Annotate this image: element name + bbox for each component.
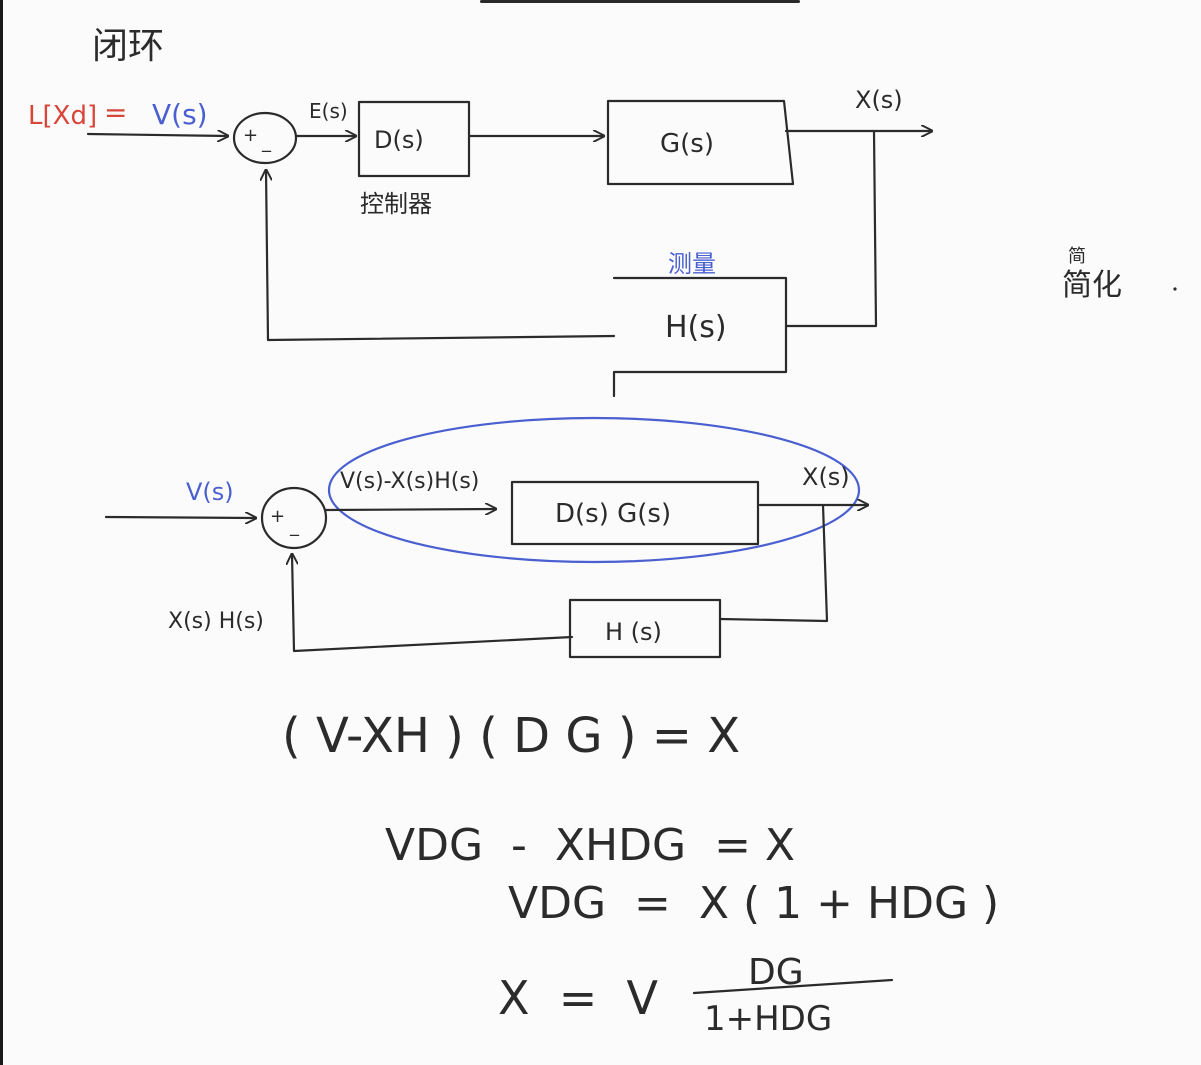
simplified-forward-path-highlight <box>327 416 861 564</box>
heading-closed-loop: 闭环 <box>92 26 164 67</box>
final-equation-denominator: 1+HDG <box>704 999 832 1039</box>
equation-1: ( V-XH ) ( D G ) = X <box>282 708 740 764</box>
equation-2: VDG - XHDG = X <box>385 820 795 871</box>
feedback-path-right-2 <box>718 503 829 623</box>
feedback-block-label-2: H (s) <box>605 618 662 646</box>
output-label-2: X(s) <box>802 463 850 491</box>
fraction-bar <box>692 978 894 995</box>
plant-block-label: G(s) <box>660 129 714 159</box>
feedback-block <box>612 276 788 398</box>
side-note-top: 简 <box>1068 246 1086 267</box>
equations: ( V-XH ) ( D G ) = X VDG - XHDG = X VDG … <box>282 708 999 1039</box>
summing-junction-1 <box>232 111 298 165</box>
summer-minus: _ <box>261 132 272 153</box>
equation-3: VDG = X ( 1 + HDG ) <box>508 878 999 929</box>
error-arrow-2 <box>324 509 496 510</box>
output-label: X(s) <box>855 86 903 114</box>
side-note-dot <box>1173 287 1177 291</box>
controller-block-label: D(s) <box>374 126 424 154</box>
feedback-signal-label: X(s) H(s) <box>168 609 264 634</box>
forward-block <box>510 480 760 546</box>
diagram-2: V(s) + _ V(s)-X(s)H(s) D(s) G(s) X(s) H … <box>104 416 868 659</box>
page-left-edge <box>0 0 3 1065</box>
feedback-path-left <box>266 170 616 342</box>
input-v-label: V(s) <box>152 98 208 131</box>
plant-block <box>606 99 795 186</box>
summing-junction-2 <box>260 486 328 550</box>
forward-block-label: D(s) G(s) <box>555 499 671 529</box>
summer-minus-2: _ <box>289 516 300 537</box>
error-expression: V(s)-X(s)H(s) <box>340 469 479 494</box>
page-top-edge <box>480 0 800 3</box>
feedback-path-right <box>785 129 878 328</box>
input-arrow-2 <box>104 517 256 518</box>
feedback-path-left-2 <box>292 554 574 653</box>
feedback-block-label: H(s) <box>665 310 727 345</box>
controller-block <box>357 100 471 178</box>
input-arrow <box>86 134 228 136</box>
side-note-simplify: 简化 <box>1062 268 1122 303</box>
input-v-label-2: V(s) <box>186 478 234 506</box>
input-equals: = <box>104 96 127 129</box>
final-equation-lhs: X = V <box>498 971 659 1025</box>
error-label: E(s) <box>309 99 348 123</box>
summer-plus-2: + <box>270 506 285 527</box>
summer-plus: + <box>243 125 258 146</box>
feedback-block-2 <box>568 598 722 659</box>
measure-caption: 测量 <box>668 250 716 278</box>
diagram-1: L[Xd] = V(s) + _ E(s) D(s) 控制器 G(s) X(s)… <box>28 86 932 398</box>
controller-caption: 控制器 <box>360 190 432 218</box>
input-red-label: L[Xd] <box>28 101 97 131</box>
